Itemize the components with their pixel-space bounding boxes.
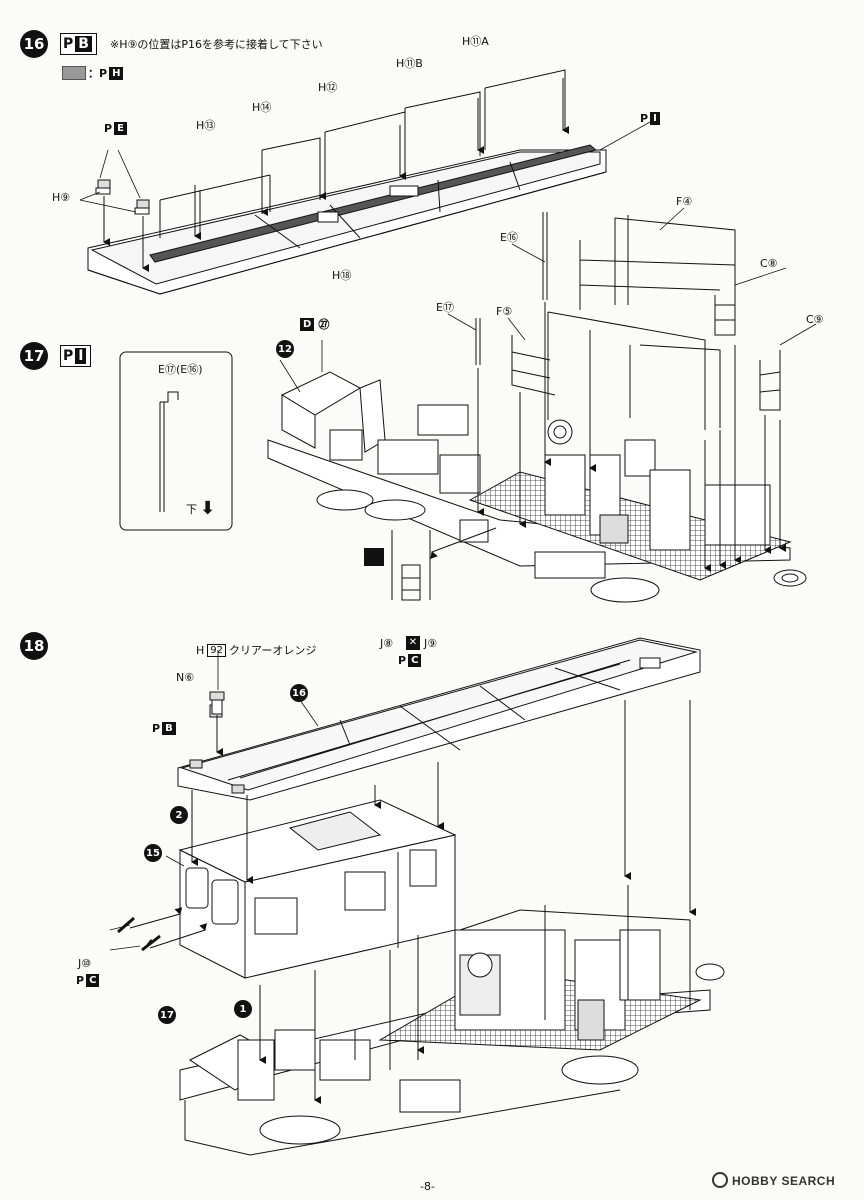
step-16-number: 16 <box>20 30 48 58</box>
label-pc-18-letter: C <box>86 974 100 987</box>
label-pi: P I <box>640 112 660 125</box>
label-j10: J⑩ <box>78 957 92 970</box>
step18-cab <box>178 799 457 979</box>
label-h11a: H⑪A <box>462 35 489 48</box>
legend-colon: ： <box>88 67 99 80</box>
label-h92: H 92 クリアーオレンジ <box>196 642 316 658</box>
p-icon: P <box>640 112 649 125</box>
step16-roof-drawing <box>79 69 651 295</box>
ref-15: 15 <box>144 844 162 862</box>
p-icon: P <box>398 654 407 667</box>
gray-swatch-icon <box>62 66 86 80</box>
arrow-down-icon: ⬇ <box>200 498 216 519</box>
p-icon: P <box>63 348 74 364</box>
step-17-badge-letter: I <box>75 348 87 364</box>
ref-12: 12 <box>276 340 294 358</box>
label-h92-code: H <box>196 643 205 657</box>
down-label: 下 <box>186 503 197 516</box>
label-h14: H⑭ <box>252 101 272 114</box>
ref-2: 2 <box>170 806 188 824</box>
label-d-letter: D <box>300 317 315 331</box>
step18-arrows <box>129 700 696 1104</box>
label-d-num: ㉗ <box>318 318 330 331</box>
label-h18: H⑱ <box>332 269 352 282</box>
label-j8: J⑧ <box>380 637 394 650</box>
step-18-number: 18 <box>20 632 48 660</box>
ref-1: 1 <box>234 1000 252 1018</box>
step18-chassis <box>179 885 725 1156</box>
label-pb: P B <box>152 722 176 735</box>
page-number: -8- <box>420 1180 435 1193</box>
label-j9: J⑨ <box>424 637 438 650</box>
ref-17: 17 <box>158 1006 176 1024</box>
step18-small-parts <box>117 691 225 952</box>
label-pe-letter: E <box>114 122 127 135</box>
label-c9: C⑨ <box>806 313 824 326</box>
step-17-number: 17 <box>20 342 48 370</box>
step16-arrows <box>103 78 569 272</box>
label-d27: D ㉗ <box>298 316 329 332</box>
legend-runner: H <box>109 66 124 80</box>
step17-chassis <box>267 212 807 603</box>
label-h12: H⑫ <box>318 81 338 94</box>
p-icon: P <box>76 974 85 987</box>
x-icon: ✕ <box>406 636 420 650</box>
label-f5: F⑤ <box>496 305 513 318</box>
p-icon: P <box>99 66 108 80</box>
label-pe: P E <box>104 122 127 135</box>
watermark: HOBBY SEARCH <box>712 1172 835 1188</box>
step17-arrows <box>430 302 786 572</box>
watermark-text: HOBBY SEARCH <box>732 1174 836 1188</box>
label-e16: E⑯ <box>500 231 518 244</box>
label-pc-17-letter: C <box>408 654 422 667</box>
p-icon: P <box>152 722 161 735</box>
p-icon: P <box>104 122 113 135</box>
step18-leaders <box>109 650 319 951</box>
step-16-badge-letter: B <box>75 36 92 52</box>
watermark-logo-icon <box>712 1172 728 1188</box>
inset-label: E⑰(E⑯) <box>158 363 203 376</box>
label-pc-17: P C <box>398 654 422 667</box>
step17-leaders <box>279 207 817 393</box>
step18-roof <box>177 637 701 801</box>
label-h92-text: クリアーオレンジ <box>229 644 317 657</box>
step-16-legend: ： P H <box>88 65 124 81</box>
label-f4: F④ <box>676 195 693 208</box>
step-16-note: ※H⑨の位置はP16を参考に接着して下さい <box>110 38 323 51</box>
label-pb-letter: B <box>162 722 176 735</box>
label-h13: H⑬ <box>196 119 216 132</box>
label-n6: N⑥ <box>176 671 195 684</box>
p-icon: P <box>63 36 74 52</box>
step-16-badge: P B <box>60 33 97 55</box>
label-pi-letter: I <box>650 112 660 125</box>
ref-16: 16 <box>290 684 308 702</box>
label-c8: C⑧ <box>760 257 778 270</box>
label-h9: H⑨ <box>52 191 71 204</box>
ladder-marker-icon <box>364 548 384 566</box>
label-h11b: H⑪B <box>396 57 423 70</box>
step17-inset <box>119 351 233 531</box>
step-17-badge: P I <box>60 345 92 367</box>
label-h92-num: 92 <box>207 643 227 657</box>
label-pc-18: P C <box>76 974 100 987</box>
label-e17: E⑰ <box>436 301 454 314</box>
